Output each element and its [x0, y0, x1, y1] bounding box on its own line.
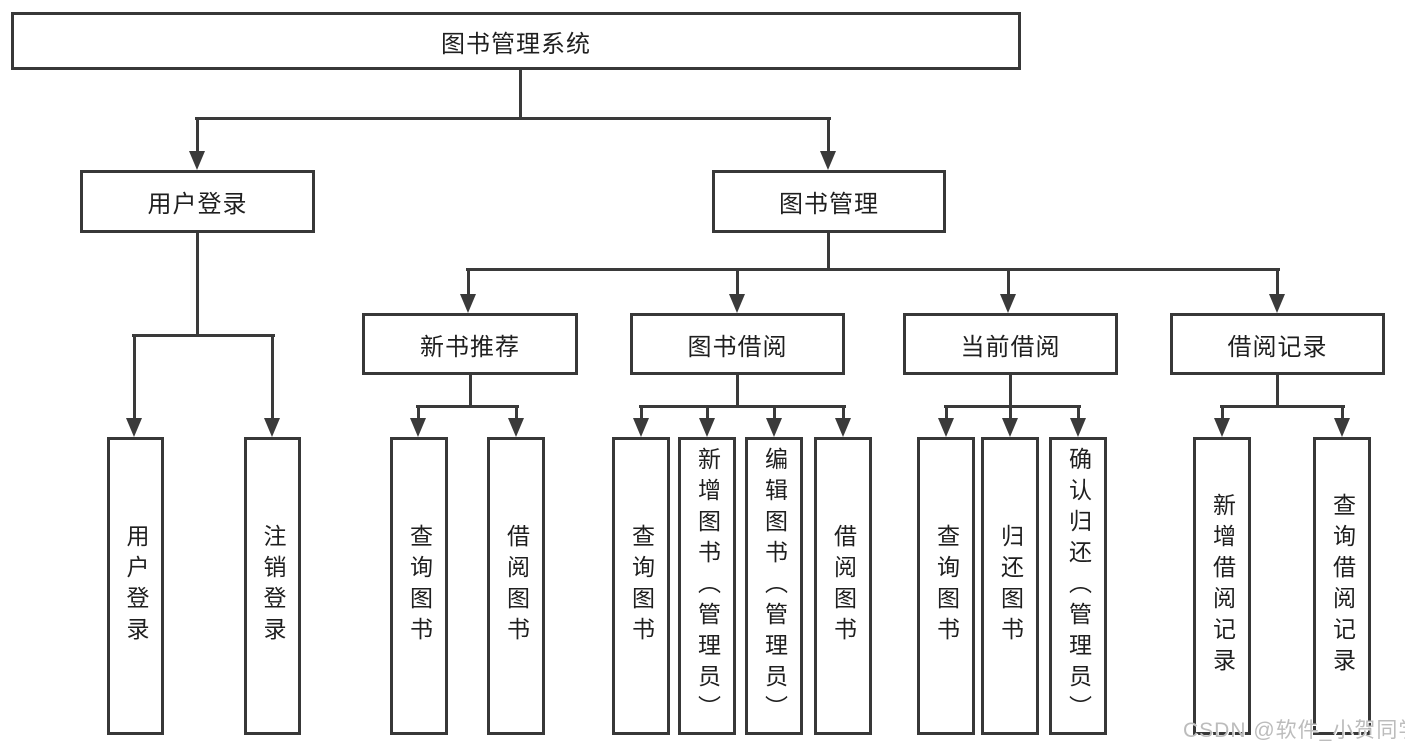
arrowhead-down-icon [699, 418, 715, 437]
arrowhead-down-icon [1269, 294, 1285, 313]
leaf-current-return: 归还图书 [981, 437, 1039, 735]
leaf-label: 编辑图书（管理员） [761, 446, 788, 726]
connector-drop [945, 405, 948, 421]
leaf-borrow-add-admin: 新增图书（管理员） [678, 437, 736, 735]
connector-rail [639, 405, 846, 408]
leaf-newbooks-borrow: 借阅图书 [487, 437, 545, 735]
leaf-borrow-edit-admin: 编辑图书（管理员） [745, 437, 803, 735]
arrowhead-down-icon [938, 418, 954, 437]
node-book-management: 图书管理 [712, 170, 946, 233]
node-borrow-records: 借阅记录 [1170, 313, 1385, 375]
connector-rail [944, 405, 1081, 408]
arrowhead-down-icon [126, 418, 142, 437]
leaf-label: 新增借阅记录 [1209, 493, 1236, 679]
connector-drop [1221, 405, 1224, 421]
connector-drop [133, 334, 136, 421]
connector-rail [466, 268, 1280, 271]
arrowhead-down-icon [189, 151, 205, 170]
leaf-label: 用户登录 [123, 524, 149, 648]
connector-rail [132, 334, 275, 337]
leaf-borrow-borrow: 借阅图书 [814, 437, 872, 735]
leaf-label: 查询图书 [628, 524, 655, 648]
connector-drop [1276, 268, 1279, 297]
leaf-label: 新增图书（管理员） [694, 446, 721, 726]
leaf-user-login: 用户登录 [107, 437, 164, 735]
leaf-label: 确认归还（管理员） [1065, 446, 1092, 726]
connector-drop [515, 405, 518, 421]
leaf-label: 注销登录 [260, 524, 286, 648]
node-book-borrow: 图书借阅 [630, 313, 845, 375]
arrowhead-down-icon [729, 294, 745, 313]
node-new-book-recommend: 新书推荐 [362, 313, 578, 375]
leaf-logout: 注销登录 [244, 437, 301, 735]
connector-drop [1341, 405, 1344, 421]
node-user-login: 用户登录 [80, 170, 315, 233]
connector-drop [1009, 405, 1012, 421]
connector-stub [1009, 375, 1012, 408]
connector-stub [827, 233, 830, 271]
arrowhead-down-icon [1214, 418, 1230, 437]
arrowhead-down-icon [1002, 418, 1018, 437]
arrowhead-down-icon [460, 294, 476, 313]
connector-drop [842, 405, 845, 421]
arrowhead-down-icon [508, 418, 524, 437]
connector-rail [1220, 405, 1345, 408]
connector-drop [827, 117, 830, 154]
connector-stub [196, 233, 199, 337]
leaf-label: 查询图书 [406, 524, 433, 648]
connector-drop [773, 405, 776, 421]
connector-rail [416, 405, 519, 408]
connector-drop [467, 268, 470, 297]
connector-drop [271, 334, 274, 421]
leaf-label: 查询借阅记录 [1329, 493, 1356, 679]
leaf-records-add: 新增借阅记录 [1193, 437, 1251, 735]
leaf-borrow-query: 查询图书 [612, 437, 670, 735]
connector-stub [519, 70, 522, 119]
leaf-newbooks-query: 查询图书 [390, 437, 448, 735]
leaf-records-query: 查询借阅记录 [1313, 437, 1371, 735]
connector-stub [736, 375, 739, 408]
leaf-label: 查询图书 [933, 524, 960, 648]
arrowhead-down-icon [820, 151, 836, 170]
arrowhead-down-icon [835, 418, 851, 437]
arrowhead-down-icon [766, 418, 782, 437]
connector-rail [195, 117, 831, 120]
leaf-label: 归还图书 [997, 524, 1024, 648]
leaf-current-query: 查询图书 [917, 437, 975, 735]
connector-drop [1077, 405, 1080, 421]
connector-drop [196, 117, 199, 154]
connector-drop [640, 405, 643, 421]
arrowhead-down-icon [633, 418, 649, 437]
connector-stub [1276, 375, 1279, 408]
csdn-watermark: CSDN @软件_小贺同学 [1183, 719, 1405, 742]
arrowhead-down-icon [1070, 418, 1086, 437]
connector-stub [469, 375, 472, 408]
leaf-label: 借阅图书 [503, 524, 530, 648]
connector-drop [736, 268, 739, 297]
connector-drop [417, 405, 420, 421]
connector-drop [1007, 268, 1010, 297]
connector-drop [706, 405, 709, 421]
node-current-borrow: 当前借阅 [903, 313, 1118, 375]
arrowhead-down-icon [1000, 294, 1016, 313]
node-root: 图书管理系统 [11, 12, 1021, 70]
leaf-current-confirm-admin: 确认归还（管理员） [1049, 437, 1107, 735]
arrowhead-down-icon [264, 418, 280, 437]
arrowhead-down-icon [410, 418, 426, 437]
arrowhead-down-icon [1334, 418, 1350, 437]
leaf-label: 借阅图书 [830, 524, 857, 648]
